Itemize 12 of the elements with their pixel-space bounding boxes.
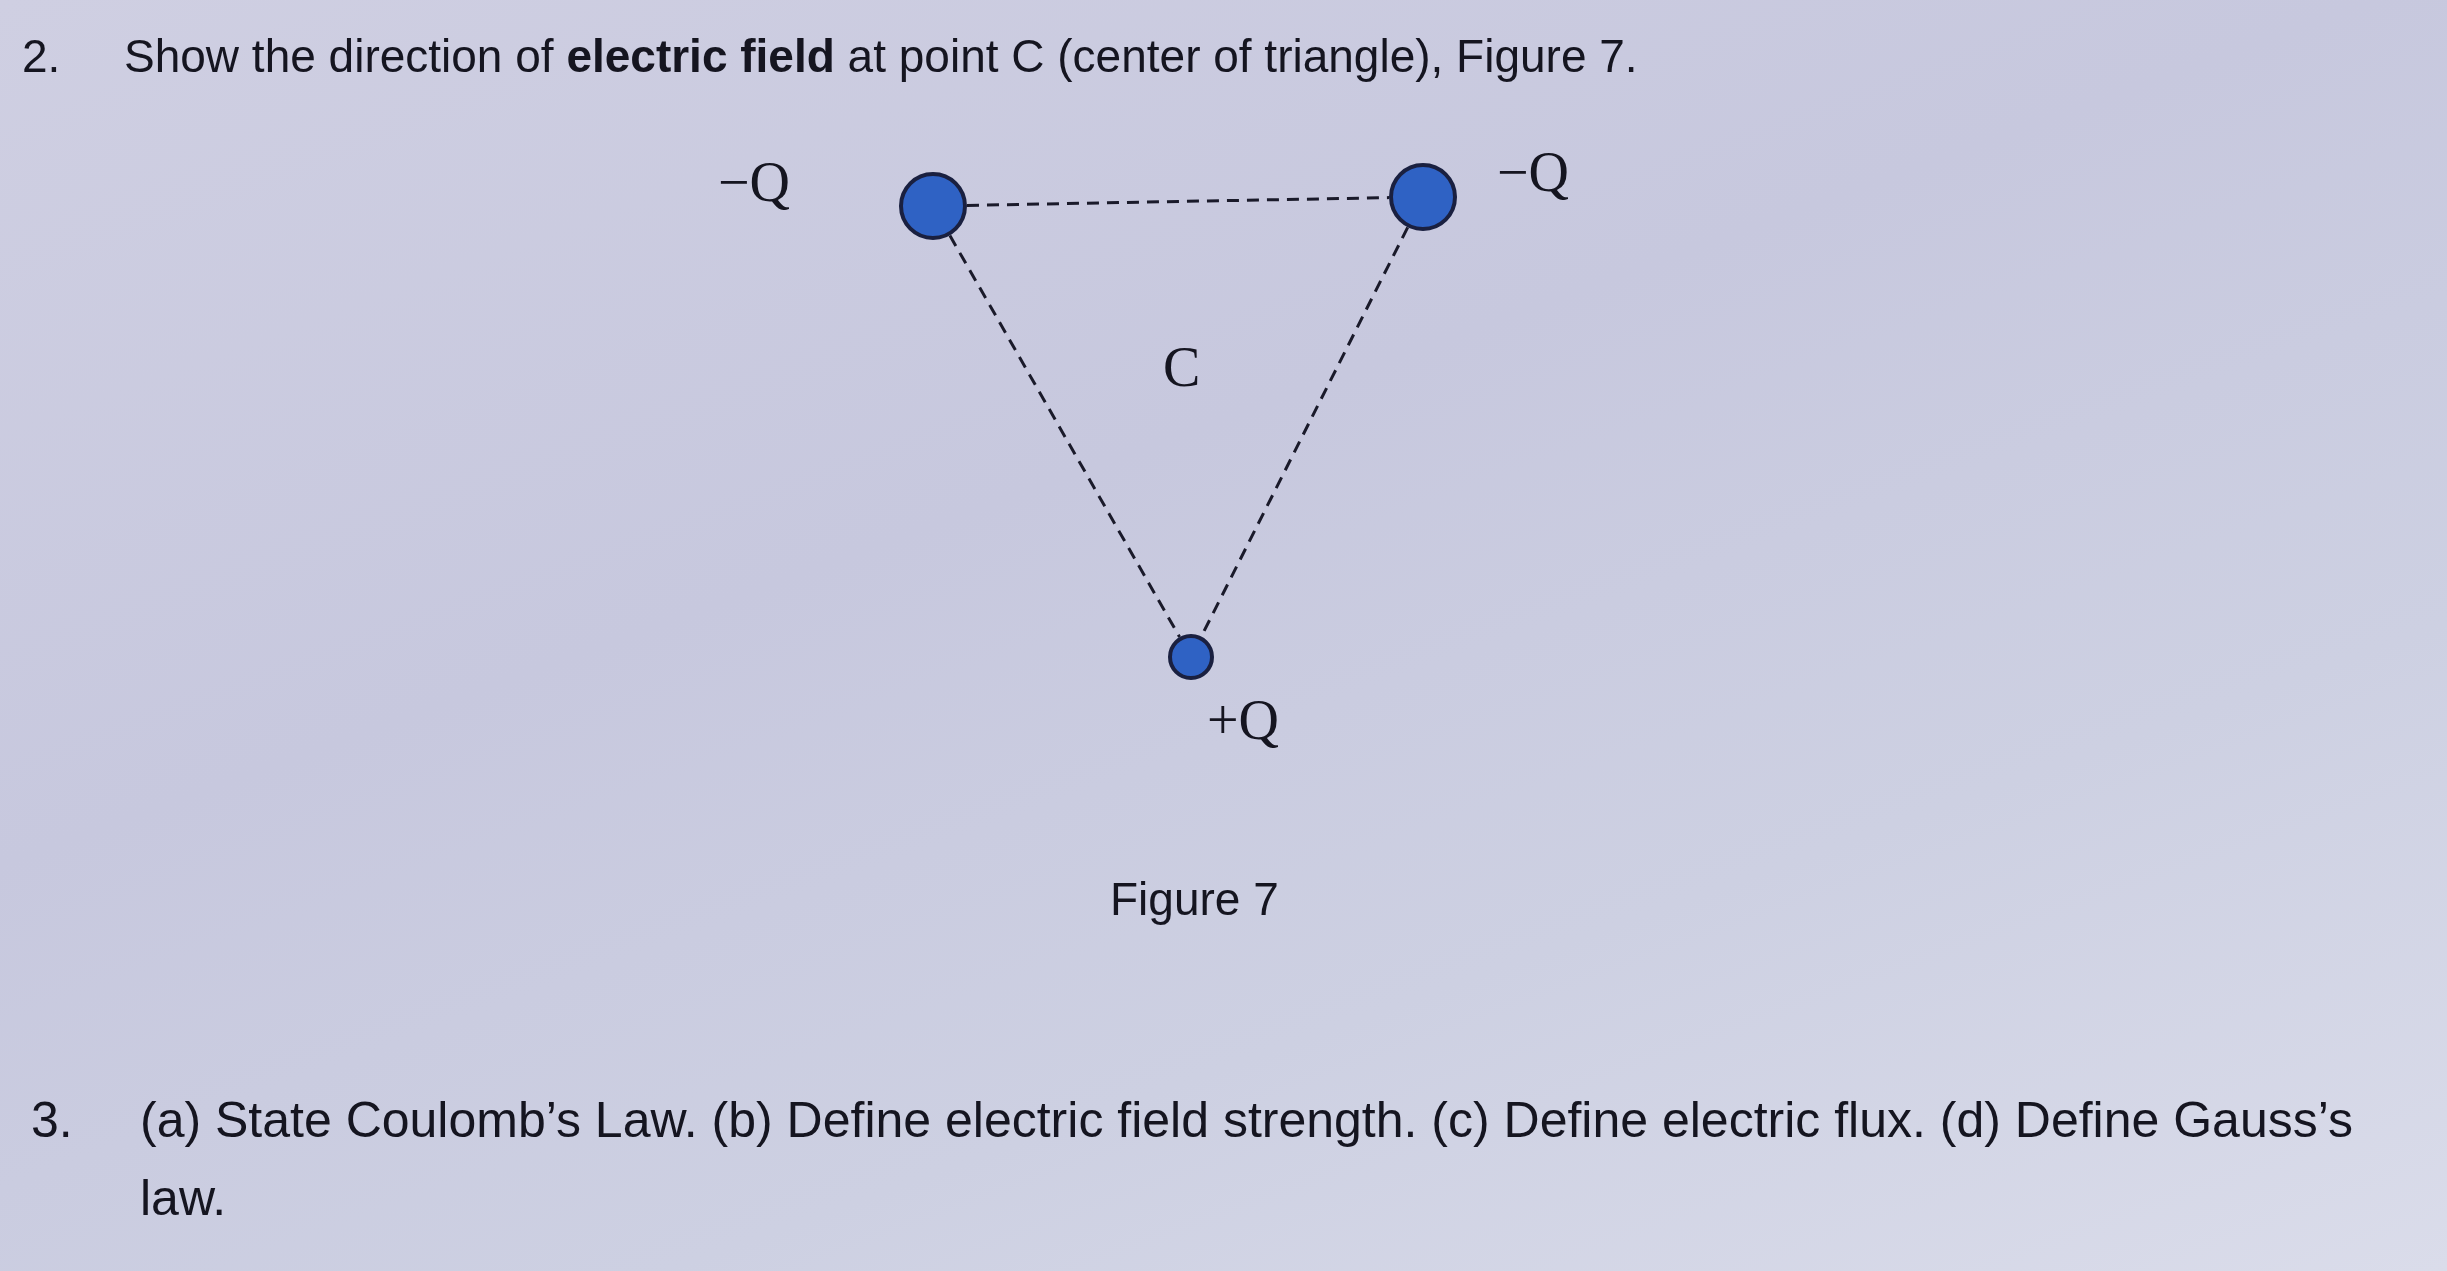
dashed-line xyxy=(966,196,1390,207)
question-number: 2. xyxy=(22,29,61,84)
question-text: (a) State Coulomb’s Law. (b) Define electric field strength. (c) Define electric flux. (d) Define Gauss’s law. xyxy=(140,1091,2354,1228)
question-number: 3. xyxy=(31,1091,73,1150)
charge-label: −Q xyxy=(1497,140,1570,204)
question-text: Show the direction of electric field at point C (center of triangle), Figure 7. xyxy=(124,29,1638,84)
dashed-line xyxy=(948,234,1181,638)
charge-label: −Q xyxy=(718,150,791,214)
figure-caption: Figure 7 xyxy=(1110,872,1279,927)
charge-label: +Q xyxy=(1207,688,1280,752)
charge-circle xyxy=(1168,634,1214,680)
point-label: C xyxy=(1163,335,1201,399)
